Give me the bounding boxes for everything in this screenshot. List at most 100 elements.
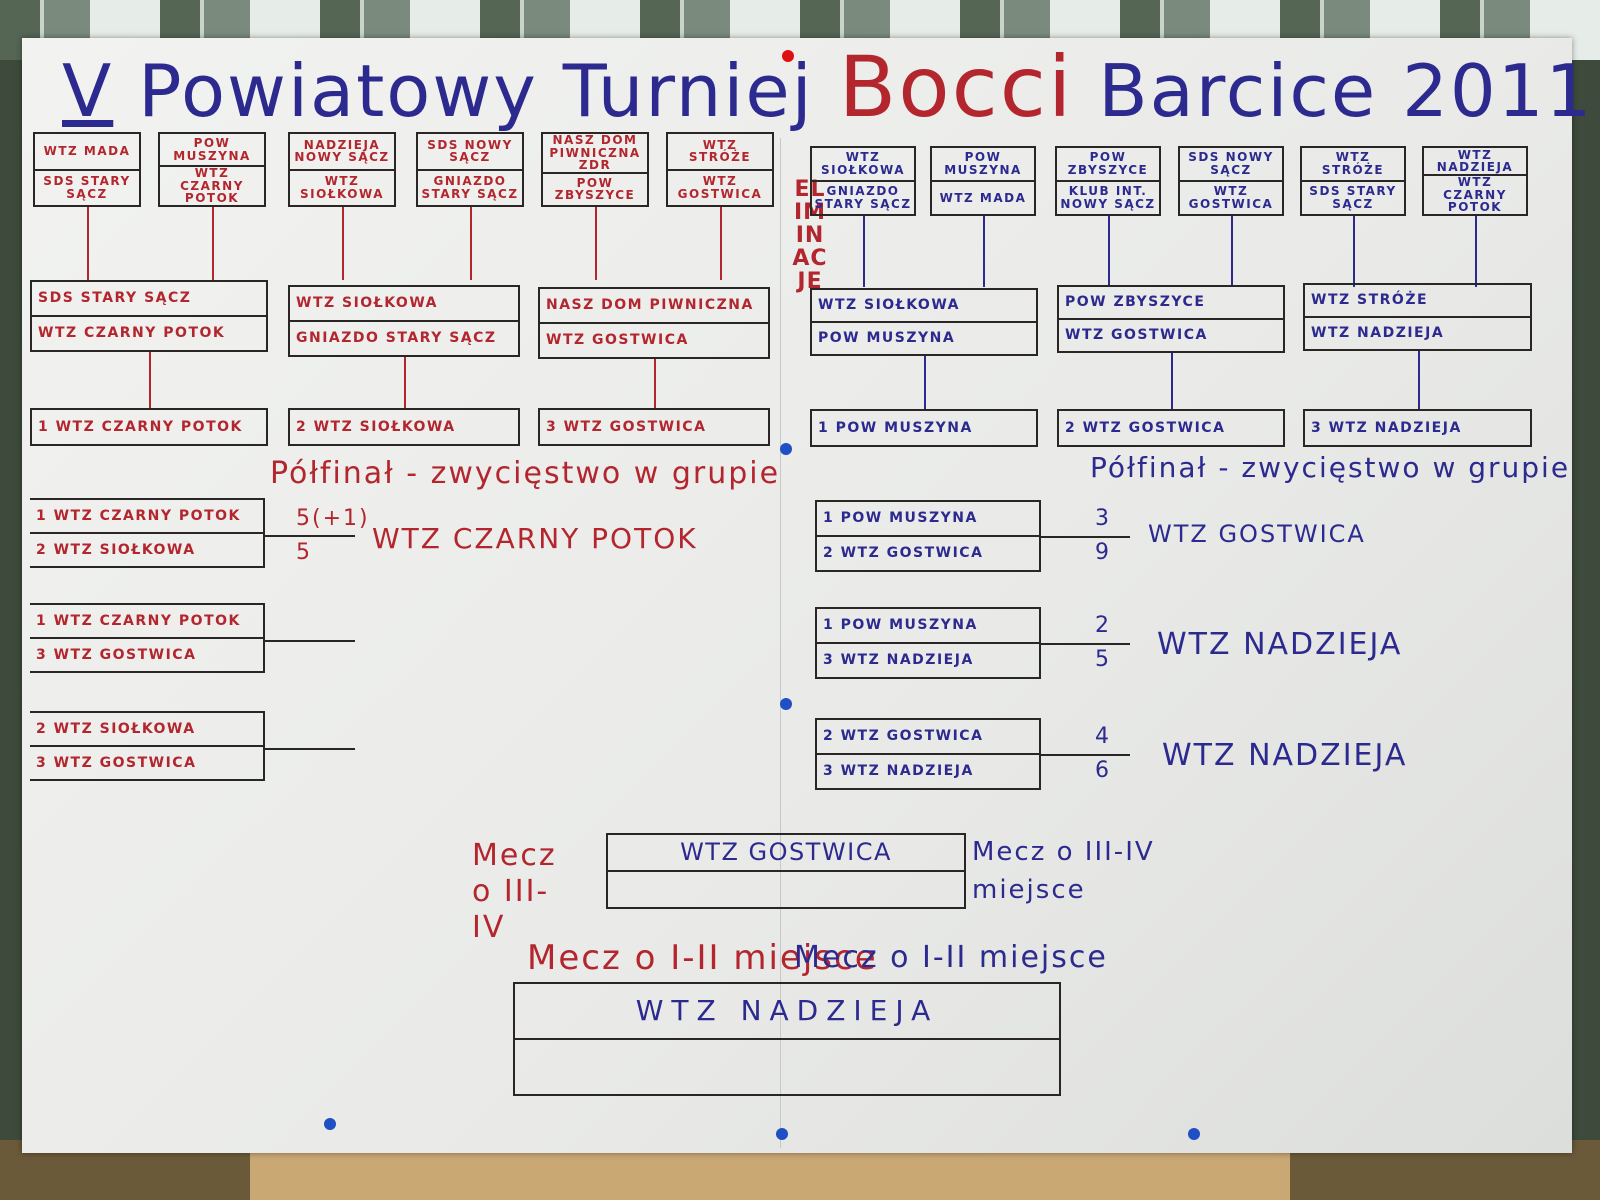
round1-match-left-team: POW ZBYSZYCE: [543, 171, 647, 205]
round2-match-right-team: WTZ GOSTWICA: [1059, 318, 1283, 351]
round2-match-left: SDS STARY SĄCZ WTZ CZARNY POTOK: [30, 280, 268, 352]
round2-match-left-team: SDS STARY SĄCZ: [38, 290, 192, 307]
push-pin: [776, 1128, 788, 1140]
final-team-2: [515, 1038, 1059, 1094]
round1-match-left-team: WTZ SIOŁKOWA: [290, 168, 394, 206]
connector-line: [654, 359, 656, 408]
title-part3: Barcice 2011: [1098, 49, 1594, 133]
round1-match-right-team: KLUB INT. NOWY SĄCZ: [1057, 180, 1159, 214]
round2-match-right: WTZ SIOŁKOWA POW MUSZYNA: [810, 288, 1038, 356]
connector-line: [149, 352, 151, 408]
connector-line: [342, 207, 344, 280]
semifinal-heading-left: Półfinał - zwycięstwo w grupie: [270, 456, 781, 491]
round1-match-left-team: GNIAZDO STARY SĄCZ: [418, 168, 522, 206]
semifinal-winner: WTZ CZARNY POTOK: [372, 522, 698, 555]
round1-match-left-team: NADZIEJA NOWY SĄCZ: [294, 137, 390, 165]
third-place-team-1: WTZ GOSTWICA: [680, 837, 892, 866]
connector-line: [1041, 754, 1130, 756]
group-winner-name: 1 WTZ CZARNY POTOK: [38, 418, 243, 435]
round1-match-right: POW ZBYSZYCE KLUB INT. NOWY SĄCZ: [1055, 146, 1161, 216]
round2-match-right-team: POW MUSZYNA: [812, 321, 1036, 354]
connector-line: [863, 216, 865, 287]
round2-match-left-team: WTZ CZARNY POTOK: [32, 315, 266, 350]
poster-title: V Powiatowy Turniej Bocci Barcice 2011: [62, 38, 1593, 136]
final-match: WTZ NADZIEJA: [513, 982, 1061, 1096]
eliminations-label: ELIMINACJE: [792, 177, 828, 294]
round2-match-left-team: GNIAZDO STARY SĄCZ: [290, 320, 518, 355]
round2-match-left-team: WTZ SIOŁKOWA: [296, 295, 438, 312]
easel: [250, 1150, 1290, 1200]
semifinal-match-left: 1 WTZ CZARNY POTOK 2 WTZ SIOŁKOWA: [30, 498, 265, 568]
semifinal-heading-right: Półfinał - zwycięstwo w grupie: [1090, 451, 1571, 484]
round1-match-right-team: POW ZBYSZYCE: [1067, 150, 1149, 177]
connector-line: [265, 535, 355, 537]
semifinal-team: 2 WTZ SIOŁKOWA: [30, 532, 263, 566]
round1-match-left-team: WTZ GOSTWICA: [668, 168, 772, 206]
final-label-left: Mecz o I-II miejsce: [527, 938, 878, 978]
semifinal-team: 1 WTZ CZARNY POTOK: [36, 507, 241, 524]
round2-match-right: POW ZBYSZYCE WTZ GOSTWICA: [1057, 285, 1285, 353]
semifinal-team: 2 WTZ SIOŁKOWA: [36, 720, 196, 737]
connector-line: [1417, 351, 1420, 409]
semifinal-team: 1 POW MUSZYNA: [823, 617, 978, 634]
connector-line: [1041, 536, 1130, 538]
semifinal-winner: WTZ NADZIEJA: [1157, 627, 1403, 662]
title-part1: Powiatowy Turniej: [138, 49, 814, 133]
center-divider: [780, 138, 781, 1148]
round1-match-right-team: WTZ MADA: [932, 180, 1034, 214]
third-place-label-left: Mecz o III-IV: [472, 838, 557, 945]
round1-match-left-team: NASZ DOM PIWNICZNA ZDR: [549, 133, 641, 173]
semifinal-score: 5(+1): [296, 506, 370, 531]
round1-match-left: NADZIEJA NOWY SĄCZ WTZ SIOŁKOWA: [288, 132, 396, 207]
push-pin: [1188, 1128, 1200, 1140]
push-pin: [324, 1118, 336, 1130]
push-pin: [780, 443, 792, 455]
group-winner-name: 3 WTZ GOSTWICA: [546, 418, 707, 435]
round1-match-right-team: POW MUSZYNA: [944, 150, 1022, 177]
round1-match-left-team: POW MUSZYNA: [173, 136, 251, 163]
connector-line: [1171, 353, 1173, 409]
round1-match-left-team: WTZ CZARNY POTOK: [160, 165, 264, 205]
semifinal-score: 6: [1095, 758, 1111, 783]
round2-match-left-team: NASZ DOM PIWNICZNA: [546, 297, 754, 314]
connector-line: [265, 748, 355, 750]
title-numeral: V: [62, 49, 114, 133]
group-winner-name: 2 WTZ SIOŁKOWA: [296, 418, 456, 435]
semifinal-score: 5: [296, 540, 312, 565]
semifinal-winner: WTZ NADZIEJA: [1162, 738, 1408, 773]
semifinal-score: 5: [1095, 647, 1111, 672]
round1-match-left-team: WTZ STRÓŻE: [688, 137, 752, 165]
round1-match-right-team: WTZ GOSTWICA: [1180, 180, 1282, 214]
semifinal-team: 1 POW MUSZYNA: [823, 510, 978, 527]
connector-line: [595, 207, 597, 280]
round1-match-right: POW MUSZYNA WTZ MADA: [930, 146, 1036, 216]
semifinal-team: 2 WTZ GOSTWICA: [817, 535, 1039, 570]
bracket-poster: V Powiatowy Turniej Bocci Barcice 2011 E…: [22, 38, 1591, 1153]
round1-match-right-team: WTZ STRÓŻE: [1321, 150, 1385, 177]
connector-line: [470, 207, 472, 280]
semifinal-score: 9: [1095, 540, 1111, 565]
push-pin: [782, 50, 794, 62]
third-place-match: WTZ GOSTWICA: [606, 833, 966, 909]
round2-match-right-team: WTZ SIOŁKOWA: [818, 297, 960, 314]
connector-line: [924, 356, 926, 409]
semifinal-team: 1 WTZ CZARNY POTOK: [36, 612, 241, 629]
round1-match-right-team: WTZ NADZIEJA: [1436, 147, 1514, 175]
round2-match-right-team: POW ZBYSZYCE: [1065, 294, 1206, 311]
semifinal-team: 3 WTZ GOSTWICA: [30, 637, 263, 671]
group-winner-left: 3 WTZ GOSTWICA: [538, 408, 770, 446]
title-part2: Bocci: [838, 38, 1074, 136]
round2-match-right-team: WTZ STRÓŻE: [1311, 292, 1429, 309]
semifinal-team: 3 WTZ NADZIEJA: [817, 642, 1039, 677]
round1-match-right-team: WTZ CZARNY POTOK: [1424, 174, 1526, 214]
push-pin: [780, 698, 792, 710]
group-winner-right: 1 POW MUSZYNA: [810, 409, 1038, 447]
connector-line: [1231, 216, 1233, 287]
